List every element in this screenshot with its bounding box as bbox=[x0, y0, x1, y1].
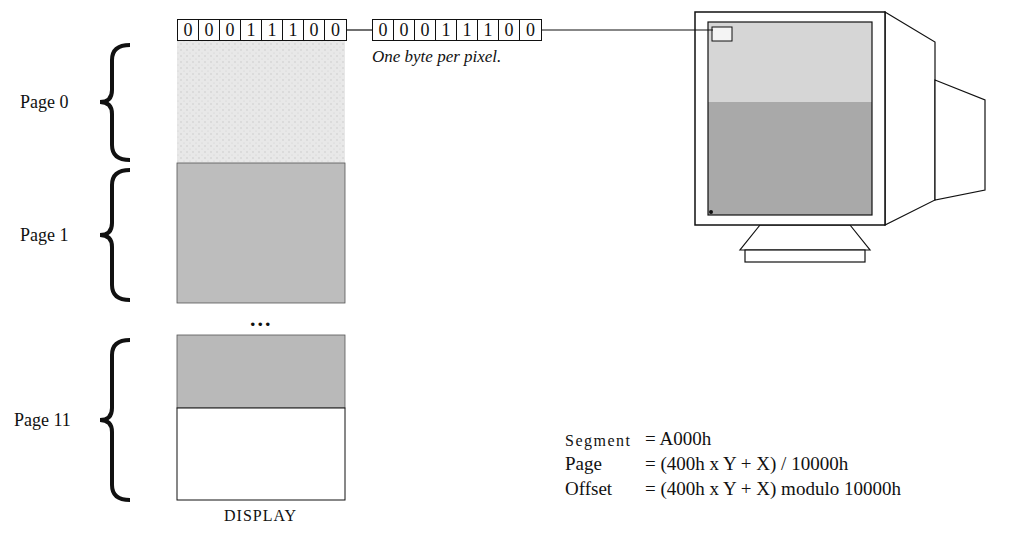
memory-caption: DISPLAY bbox=[224, 505, 297, 527]
bit-value: 0 bbox=[520, 20, 541, 40]
page-brace bbox=[100, 45, 130, 500]
byte-register: 00011100 bbox=[372, 19, 542, 41]
ellipsis: ... bbox=[250, 308, 273, 330]
bit-value: 1 bbox=[457, 20, 478, 40]
formula-value: = A000h bbox=[645, 428, 711, 450]
bit-value: 0 bbox=[304, 20, 325, 40]
display-memory bbox=[177, 40, 345, 500]
bit-value: 1 bbox=[262, 20, 283, 40]
bit-value: 0 bbox=[325, 20, 346, 40]
formula-name: Page bbox=[565, 453, 602, 475]
page-label: Page 1 bbox=[20, 224, 69, 246]
formula-name: Offset bbox=[565, 478, 612, 500]
bit-value: 0 bbox=[199, 20, 220, 40]
bit-value: 1 bbox=[436, 20, 457, 40]
bit-value: 0 bbox=[178, 20, 199, 40]
connector-line bbox=[347, 29, 372, 30]
page-label: Page 11 bbox=[14, 409, 71, 431]
note-text: One byte per pixel. bbox=[372, 46, 501, 68]
formula-name: Segment bbox=[565, 430, 632, 452]
bit-value: 0 bbox=[415, 20, 436, 40]
page-label: Page 0 bbox=[20, 91, 69, 113]
formula-value: = (400h x Y + X) modulo 10000h bbox=[645, 478, 901, 500]
formula-value: = (400h x Y + X) / 10000h bbox=[645, 453, 848, 475]
bit-value: 1 bbox=[283, 20, 304, 40]
pixel-wire bbox=[540, 29, 713, 30]
monitor-icon bbox=[695, 12, 985, 262]
byte-register: 00011100 bbox=[177, 19, 347, 41]
bit-value: 0 bbox=[373, 20, 394, 40]
bit-value: 0 bbox=[220, 20, 241, 40]
bit-value: 0 bbox=[499, 20, 520, 40]
bit-value: 1 bbox=[241, 20, 262, 40]
bit-value: 1 bbox=[478, 20, 499, 40]
bit-value: 0 bbox=[394, 20, 415, 40]
